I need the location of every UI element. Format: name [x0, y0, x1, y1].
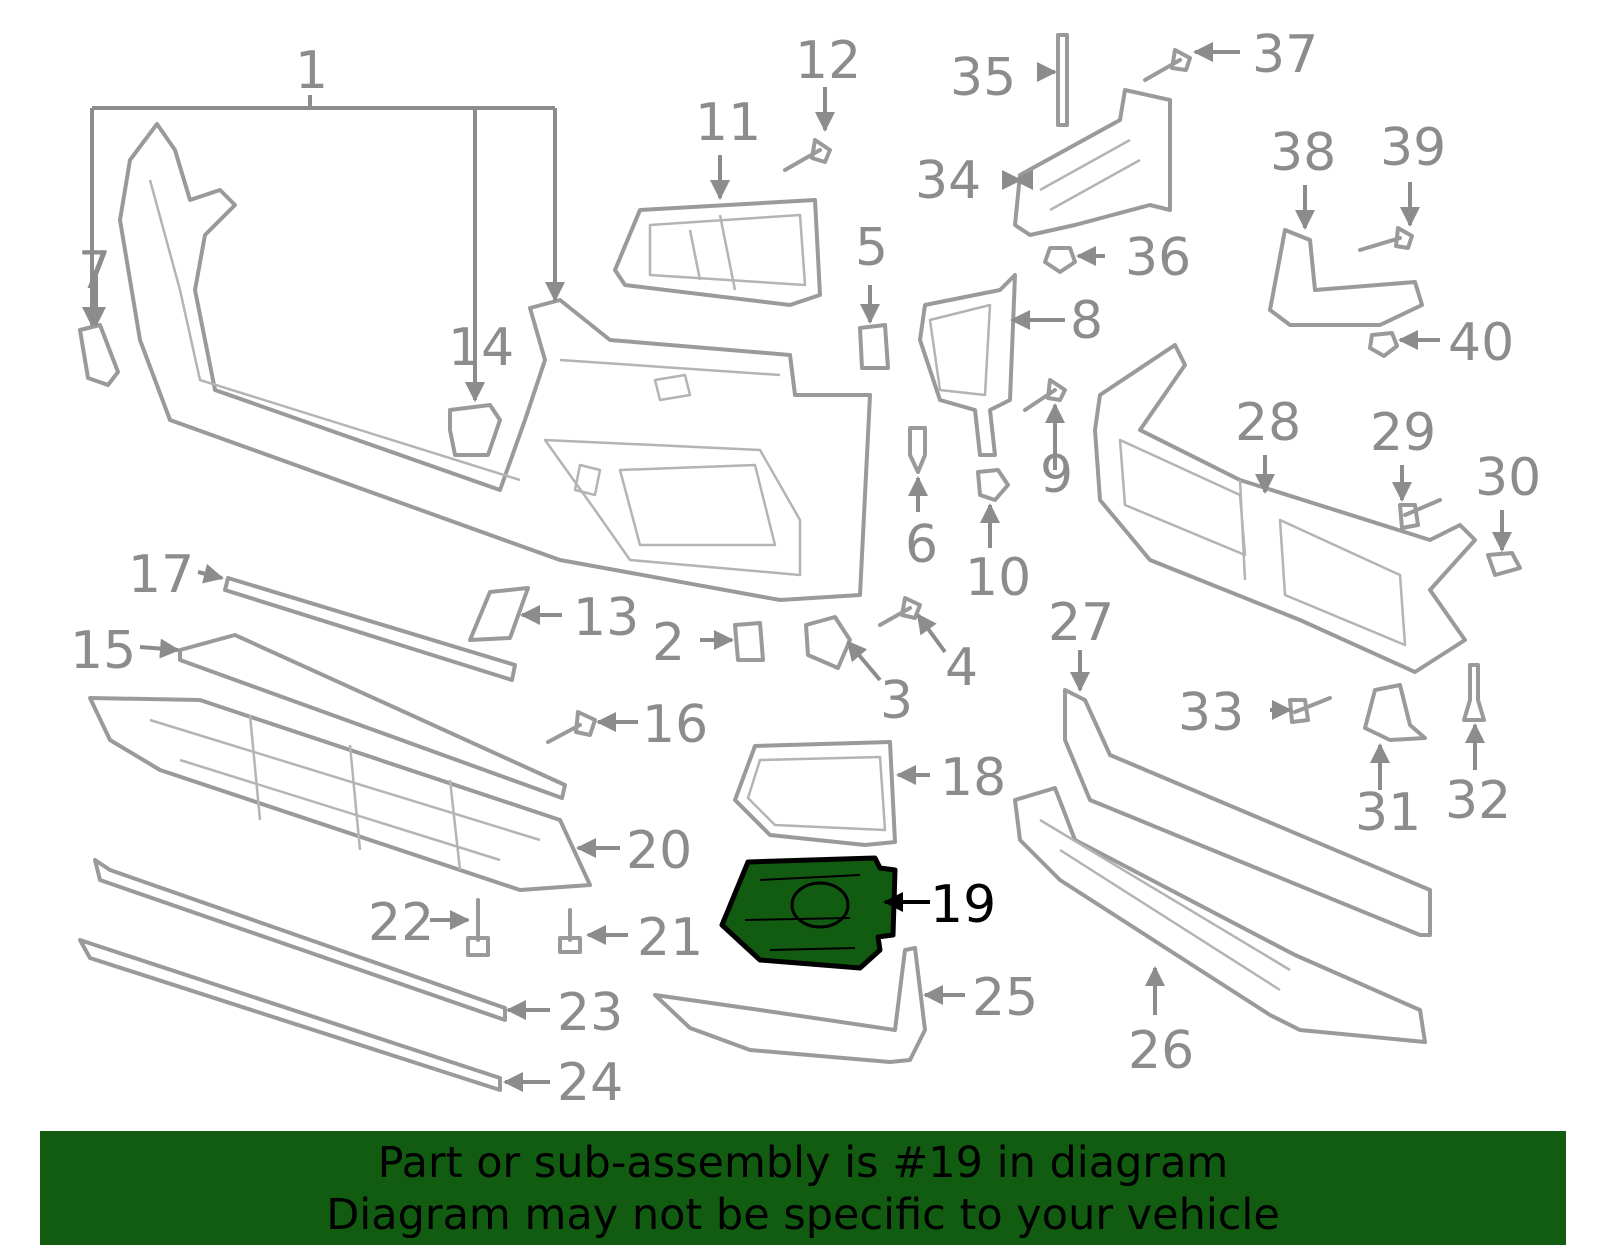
part-20-undershield [88, 696, 592, 892]
callout-3[interactable]: 3 [880, 671, 913, 731]
part-26-reinforcement [1013, 786, 1427, 1044]
part-17-strip [223, 576, 517, 682]
callout-30[interactable]: 30 [1475, 448, 1541, 508]
banner-line-1: Part or sub-assembly is #19 in diagram [377, 1138, 1229, 1188]
part-34-bracket [1013, 88, 1172, 237]
callout-34[interactable]: 34 [915, 151, 981, 211]
part-16-bolt [546, 710, 597, 744]
part-36-nut [1043, 246, 1077, 274]
callout-38[interactable]: 38 [1270, 123, 1336, 183]
callout-20[interactable]: 20 [626, 821, 692, 881]
part-30-clip [1486, 551, 1522, 577]
callout-18[interactable]: 18 [940, 748, 1006, 808]
callout-19[interactable]: 19 [930, 875, 996, 935]
callout-36[interactable]: 36 [1125, 228, 1191, 288]
part-40-nut [1368, 331, 1399, 358]
callout-33[interactable]: 33 [1178, 683, 1244, 743]
part-info-banner: Part or sub-assembly is #19 in diagram D… [40, 1131, 1566, 1245]
part-5-clip [858, 323, 890, 370]
part-38-bracket [1268, 228, 1424, 327]
part-10-nut [976, 468, 1010, 502]
callout-17[interactable]: 17 [128, 545, 194, 605]
callout-22[interactable]: 22 [368, 893, 434, 953]
callout-28[interactable]: 28 [1235, 393, 1301, 453]
part-19-grille-insert-highlighted [719, 855, 898, 971]
part-33-bolt [1288, 696, 1332, 724]
part-29-bolt [1398, 498, 1442, 530]
callout-9[interactable]: 9 [1040, 445, 1073, 505]
callout-4[interactable]: 4 [945, 638, 978, 698]
part-14-clip [448, 403, 502, 457]
callout-2[interactable]: 2 [652, 613, 685, 673]
part-15-strip [178, 633, 567, 800]
callout-1[interactable]: 1 [295, 41, 328, 101]
callout-31[interactable]: 31 [1355, 783, 1421, 843]
callout-27[interactable]: 27 [1048, 593, 1114, 653]
callout-40[interactable]: 40 [1448, 313, 1514, 373]
callout-11[interactable]: 11 [695, 93, 761, 153]
part-39-bolt [1358, 226, 1414, 252]
part-18-grille-insert [733, 740, 897, 847]
callout-6[interactable]: 6 [905, 515, 938, 575]
part-21-bolt [558, 908, 582, 954]
callout-10[interactable]: 10 [965, 548, 1031, 608]
part-7-bracket [78, 323, 120, 387]
part-24-strip [78, 938, 502, 1092]
part-2-nut [733, 621, 765, 662]
callout-37[interactable]: 37 [1252, 25, 1318, 85]
part-3-bracket [804, 615, 852, 670]
callout-13[interactable]: 13 [573, 588, 639, 648]
part-8-air-guide [918, 273, 1017, 457]
callout-35[interactable]: 35 [950, 48, 1016, 108]
callout-24[interactable]: 24 [557, 1053, 623, 1113]
part-37-bolt [1143, 48, 1192, 82]
callout-labels: 1 2 3 4 5 6 7 8 9 10 11 12 13 14 15 16 1… [70, 25, 1541, 1113]
banner-line-2: Diagram may not be specific to your vehi… [326, 1190, 1280, 1240]
callout-8[interactable]: 8 [1070, 291, 1103, 351]
callout-25[interactable]: 25 [972, 968, 1038, 1028]
part-27-absorber [1063, 688, 1432, 937]
part-22-bolt [466, 898, 490, 957]
callout-23[interactable]: 23 [557, 983, 623, 1043]
part-31-bracket [1363, 683, 1427, 742]
part-13-cap [468, 586, 530, 642]
leader-lines [82, 42, 1512, 1092]
callout-7[interactable]: 7 [78, 241, 111, 301]
part-28-carrier [1093, 343, 1477, 674]
part-23-strip [93, 858, 507, 1022]
part-12-bolt [783, 138, 832, 172]
callout-32[interactable]: 32 [1445, 771, 1511, 831]
part-4-bolt [878, 596, 922, 627]
callout-26[interactable]: 26 [1128, 1021, 1194, 1081]
callout-29[interactable]: 29 [1370, 403, 1436, 463]
callout-15[interactable]: 15 [70, 621, 136, 681]
callout-21[interactable]: 21 [637, 908, 703, 968]
part-6-pin [908, 426, 927, 474]
part-35-bolt [1056, 33, 1069, 127]
part-25-trim [653, 946, 927, 1064]
part-9-bolt [1023, 378, 1067, 412]
part-32-pin [1462, 663, 1486, 722]
callout-14[interactable]: 14 [448, 318, 514, 378]
callout-16[interactable]: 16 [642, 695, 708, 755]
part-11-grille-frame [613, 198, 822, 307]
callout-39[interactable]: 39 [1380, 118, 1446, 178]
callout-5[interactable]: 5 [855, 218, 888, 278]
callout-12[interactable]: 12 [795, 31, 861, 91]
